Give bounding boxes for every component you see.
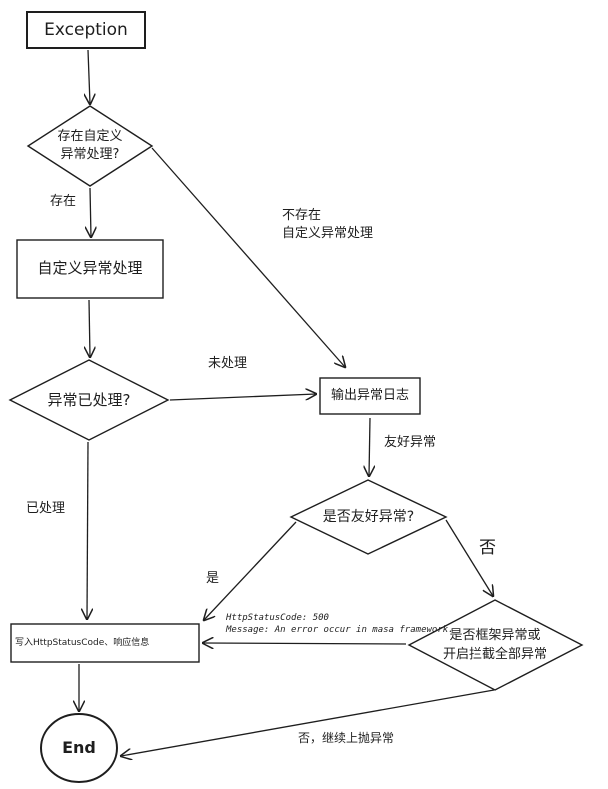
exception-box [26, 11, 146, 49]
custom-exists-diamond [26, 105, 154, 187]
arrow-q4-to-end [121, 689, 495, 756]
edge-label-status: HttpStatusCode: 500 Message: An error oc… [226, 612, 454, 636]
arrow-handler-to-q2 [89, 299, 90, 357]
edge-label-status-line1: HttpStatusCode: 500 [226, 613, 329, 623]
write-response-label: 写入HttpStatusCode、响应信息 [15, 638, 150, 648]
exception-label: Exception [44, 20, 128, 40]
end-label: End [62, 738, 96, 757]
write-response-box [10, 623, 200, 663]
handled-q-label: 异常已处理? [47, 391, 131, 409]
edge-label-no-rethrow: 否，继续上抛异常 [298, 731, 395, 745]
custom-exists-label: 存在自定义 异常处理? [40, 128, 140, 164]
edge-label-friendly: 友好异常 [384, 435, 437, 450]
friendly-diamond [289, 479, 448, 555]
custom-exists-line1: 存在自定义 [57, 129, 123, 144]
handled-diamond [8, 359, 170, 441]
arrow-q3-to-write [204, 521, 297, 620]
arrow-q2-to-log [169, 394, 316, 401]
edge-label-exists: 存在 [50, 194, 77, 209]
arrow-q4-to-write [203, 643, 407, 644]
edge-label-yes: 是 [206, 571, 220, 586]
end-ellipse [40, 713, 118, 783]
framework-q-label: 是否框架异常或 开启拦截全部异常 [425, 626, 565, 664]
arrow-q2-to-write [87, 441, 88, 619]
edge-label-not-exists-line2: 自定义异常处理 [282, 226, 374, 241]
edge-label-not-exists-line1: 不存在 [282, 208, 322, 223]
edge-label-no: 否 [479, 538, 496, 558]
edge-label-not-exists: 不存在 自定义异常处理 [282, 207, 373, 243]
arrow-log-to-q3 [369, 417, 370, 476]
framework-diamond [407, 599, 584, 691]
edge-label-status-line2: Message: An error occur in masa framewor… [226, 625, 454, 635]
custom-handler-box [16, 239, 164, 299]
edge-label-handled: 已处理 [26, 501, 66, 516]
log-output-label: 输出异常日志 [330, 388, 409, 403]
custom-handler-label: 自定义异常处理 [37, 259, 143, 277]
framework-q-line1: 是否框架异常或 [449, 628, 541, 643]
arrow-q1-to-log [151, 147, 345, 367]
arrow-exception-to-q1 [88, 49, 90, 104]
friendly-q-label: 是否友好异常? [322, 509, 415, 525]
arrow-q1-to-handler [90, 187, 91, 237]
custom-exists-line2: 异常处理? [60, 147, 120, 162]
arrow-q3-to-q4 [445, 519, 493, 596]
log-output-box [319, 377, 421, 415]
edge-label-unhandled: 未处理 [208, 356, 248, 371]
framework-q-line2: 开启拦截全部异常 [442, 647, 547, 662]
